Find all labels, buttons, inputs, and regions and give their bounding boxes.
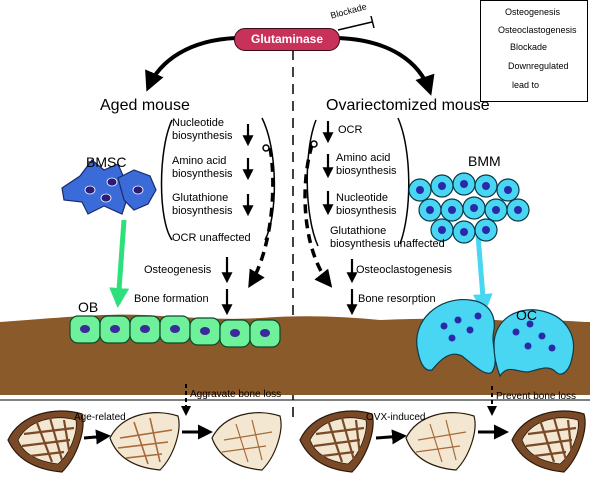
right-bone-resorption: Bone resorption bbox=[358, 293, 436, 305]
arrow-to-aged bbox=[145, 36, 237, 92]
left-lead-dot bbox=[262, 144, 270, 152]
legend-osteoclastogenesis: Osteoclastogenesis bbox=[498, 25, 577, 35]
ovx-mouse-label: Ovariectomized mouse bbox=[326, 97, 490, 114]
left-ocr-unaffected: OCR unaffected bbox=[172, 232, 251, 244]
left-pathway-1a: Nucleotide bbox=[172, 117, 224, 129]
right-bracket-right bbox=[397, 117, 410, 245]
age-related-label: Age-related bbox=[74, 412, 126, 423]
oc-nuclei bbox=[440, 312, 556, 352]
left-pathway-1b: biosynthesis bbox=[172, 130, 233, 142]
bone-sections bbox=[7, 410, 586, 473]
prevent-bone-loss: Prevent bone loss bbox=[496, 391, 577, 402]
bmm-label: BMM bbox=[468, 153, 501, 169]
ob-label: OB bbox=[78, 299, 99, 315]
legend-blockade: Blockade bbox=[510, 42, 548, 52]
bmm-nuclei bbox=[416, 180, 522, 236]
left-lead-to bbox=[248, 147, 275, 289]
left-pathway-3a: Glutathione bbox=[172, 192, 229, 204]
osteogenesis-arrow bbox=[109, 219, 130, 308]
left-pathway-2b: biosynthesis bbox=[172, 168, 233, 180]
right-pathway-2a: Amino acid bbox=[336, 152, 391, 164]
right-lead-to bbox=[303, 144, 333, 288]
glutaminase-label: Glutaminase bbox=[234, 28, 340, 51]
right-pathway-2b: biosynthesis bbox=[336, 165, 397, 177]
bmsc-label: BMSC bbox=[86, 154, 127, 170]
aggravate-bone-loss: Aggravate bone loss bbox=[190, 389, 282, 400]
right-glutathione-line1: Glutathione bbox=[330, 225, 387, 237]
left-bone-formation: Bone formation bbox=[134, 293, 209, 305]
left-bracket bbox=[160, 119, 173, 241]
legend-downregulated: Downregulated bbox=[508, 61, 569, 71]
right-osteoclastogenesis: Osteoclastogenesis bbox=[356, 264, 452, 276]
legend-lead-to: lead to bbox=[512, 80, 540, 90]
left-pathway-3b: biosynthesis bbox=[172, 205, 233, 217]
left-osteogenesis: Osteogenesis bbox=[144, 264, 212, 276]
right-down-arrows bbox=[322, 121, 358, 316]
aged-mouse-label: Aged mouse bbox=[100, 97, 190, 114]
right-pathway-3b: biosynthesis bbox=[336, 205, 397, 217]
legend-box bbox=[480, 0, 588, 102]
left-down-arrows bbox=[221, 124, 254, 316]
legend-osteogenesis: Osteogenesis bbox=[505, 7, 561, 17]
right-pathway-1: OCR bbox=[338, 124, 363, 136]
right-glutathione-line2: biosynthesis unaffected bbox=[330, 238, 445, 250]
right-pathway-3a: Nucleotide bbox=[336, 192, 388, 204]
ovx-induced-label: OVX-induced bbox=[366, 412, 426, 423]
bmsc-cells bbox=[61, 159, 157, 215]
ob-nuclei bbox=[80, 325, 270, 337]
arrow-to-ovx bbox=[337, 36, 435, 96]
osteoclastogenesis-arrow bbox=[472, 234, 493, 314]
blockade-icon bbox=[337, 15, 375, 31]
left-pathway-2a: Amino acid bbox=[172, 155, 227, 167]
right-lead-dot bbox=[310, 140, 318, 148]
oc-label: OC bbox=[516, 307, 537, 323]
